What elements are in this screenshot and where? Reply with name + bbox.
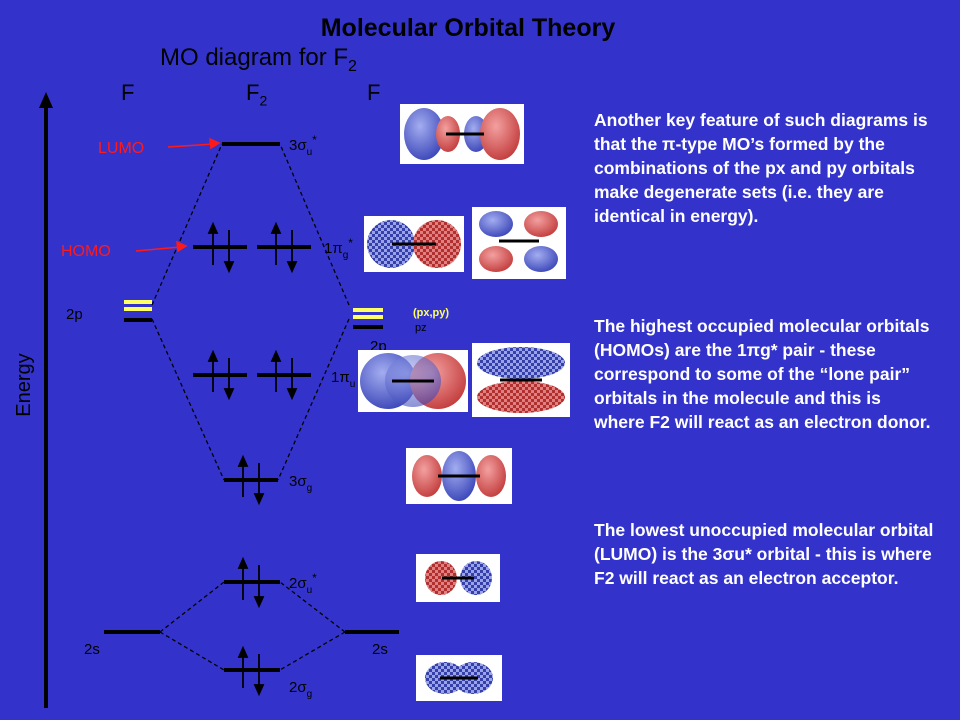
- homo-label: HOMO: [61, 243, 111, 260]
- label-2sigma-u-star: 2σu*: [289, 571, 317, 596]
- corr-line: [151, 143, 223, 306]
- orbital-image-1pi-u-a: [358, 350, 468, 412]
- column-label-left: F: [121, 80, 135, 105]
- lumo-arrow: [167, 137, 221, 150]
- electron-pair: [270, 349, 298, 401]
- mo-level-2sigma-u-star: [224, 580, 280, 584]
- electron-arrows: [207, 221, 298, 697]
- electron-pair: [207, 221, 235, 274]
- column-label-right: F: [367, 80, 381, 105]
- energy-axis-label: Energy: [13, 353, 35, 416]
- orbital-image-2sigma-g: [416, 655, 502, 701]
- label-prefix: 3σ: [289, 473, 307, 490]
- electron-pair: [207, 349, 235, 401]
- pz-label: pz: [415, 322, 427, 334]
- label-2sigma-g: 2σg: [289, 679, 312, 700]
- column-label-middle-text: F: [246, 80, 260, 105]
- left-2s-label: 2s: [84, 641, 100, 658]
- label-sup: *: [312, 571, 317, 585]
- orbital-image-1pi-g-star-a: [364, 216, 464, 272]
- corr-line: [159, 631, 225, 671]
- left-2p-label: 2p: [66, 306, 83, 323]
- electron-pair: [237, 645, 265, 697]
- electron-pair: [237, 556, 265, 609]
- label-sub: u: [307, 147, 313, 158]
- subtitle-sub: 2: [348, 57, 357, 75]
- label-prefix: 2σ: [289, 575, 307, 592]
- label-prefix: 2σ: [289, 679, 307, 696]
- label-1pi-u: 1πu: [331, 369, 355, 390]
- label-prefix: 1π: [324, 240, 343, 257]
- lumo-label: LUMO: [98, 140, 144, 157]
- column-label-middle-sub: 2: [259, 92, 268, 109]
- corr-line: [277, 318, 350, 481]
- correlation-lines: [151, 143, 350, 671]
- subtitle-text: MO diagram for F: [160, 44, 349, 71]
- orbital-image-3sigma-u-star: [400, 104, 524, 164]
- pxpy-label: (px,py): [413, 307, 449, 319]
- column-label-middle: F2: [246, 80, 267, 108]
- right-2p-level: [353, 308, 383, 329]
- paragraph-degenerate-pi: Another key feature of such diagrams is …: [594, 110, 928, 226]
- mo-level-2sigma-g: [224, 668, 280, 672]
- paragraph-homo: The highest occupied molecular orbitals …: [594, 316, 931, 432]
- corr-line: [279, 143, 350, 306]
- label-1pi-g-star: 1πg*: [324, 236, 353, 261]
- corr-line: [151, 318, 225, 481]
- right-2s-level: [345, 630, 399, 634]
- corr-line: [159, 581, 225, 633]
- orbital-image-3sigma-g: [406, 448, 512, 504]
- paragraph-lumo: The lowest unoccupied molecular orbital …: [594, 520, 934, 588]
- orbital-image-1pi-g-star-b: [472, 207, 566, 279]
- label-sub: u: [350, 379, 356, 390]
- electron-pair: [237, 454, 265, 506]
- left-2s-level: [104, 630, 160, 634]
- label-sup: *: [348, 236, 353, 250]
- energy-axis-arrowhead: [39, 92, 53, 108]
- slide-title: Molecular Orbital Theory: [320, 14, 616, 42]
- energy-axis: [39, 92, 53, 708]
- right-2s-label: 2s: [372, 641, 388, 658]
- label-sub: g: [307, 689, 313, 700]
- corr-line: [279, 631, 346, 671]
- orbital-image-1pi-u-b: [472, 343, 570, 417]
- label-sub: u: [307, 585, 313, 596]
- mo-level-3sigma-u-star: [222, 142, 280, 146]
- label-3sigma-g: 3σg: [289, 473, 312, 494]
- left-2p-level: [124, 300, 152, 322]
- mo-level-1pi-u: [193, 373, 311, 377]
- label-sup: *: [312, 133, 317, 147]
- mo-level-3sigma-g: [224, 478, 278, 482]
- label-prefix: 3σ: [289, 137, 307, 154]
- diagram-subtitle: MO diagram for F2: [160, 44, 357, 76]
- label-prefix: 1π: [331, 369, 350, 386]
- label-3sigma-u-star: 3σu*: [289, 133, 317, 158]
- homo-arrow: [135, 240, 188, 253]
- orbital-image-2sigma-u-star: [416, 554, 500, 602]
- mo-level-1pi-g-star: [193, 245, 311, 249]
- label-sub: g: [307, 483, 313, 494]
- electron-pair: [270, 221, 298, 274]
- label-sub: g: [343, 250, 349, 261]
